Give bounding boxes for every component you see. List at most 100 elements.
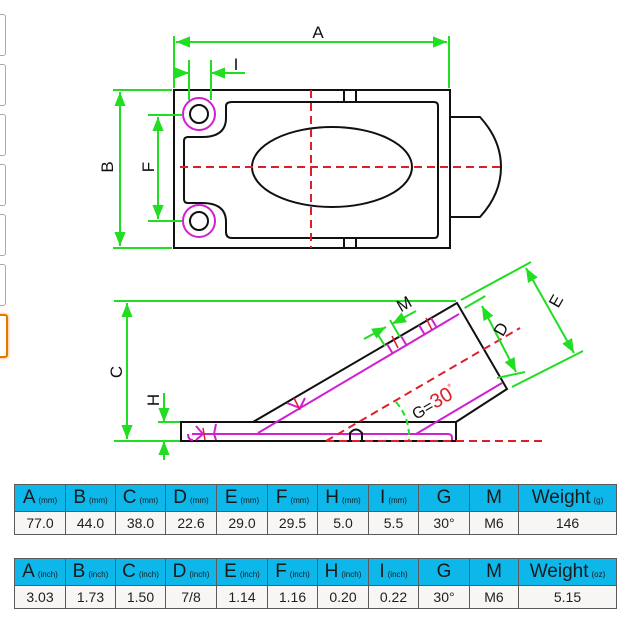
header-letter: E	[224, 487, 238, 508]
pocket-outline	[183, 101, 439, 239]
header-cell: F(inch)	[267, 558, 318, 586]
value-cell: 1.14	[216, 585, 268, 609]
weld-mark	[195, 397, 306, 441]
header-unit: (inch)	[387, 570, 408, 579]
mounting-hole	[189, 211, 209, 231]
header-unit: (oz)	[591, 570, 606, 579]
value-cell: 0.20	[317, 585, 369, 609]
header-cell: F(mm)	[267, 484, 318, 512]
header-letter: Weight	[529, 561, 589, 582]
thumbnail[interactable]	[0, 164, 6, 206]
value-cell: 5.15	[518, 585, 617, 609]
base-plate	[180, 421, 457, 442]
header-cell: H(inch)	[317, 558, 369, 586]
thumbnail[interactable]	[0, 114, 6, 156]
thumbnail[interactable]	[0, 14, 6, 56]
weld-line	[187, 433, 453, 441]
table-row: 77.0 44.0 38.0 22.6 29.0 29.5 5.0 5.5 30…	[14, 511, 617, 535]
header-cell: C(mm)	[115, 484, 166, 512]
dimension-M-ext	[389, 319, 401, 338]
label-D: D	[490, 319, 513, 339]
mounting-hole	[182, 204, 216, 238]
header-unit: (mm)	[139, 496, 159, 505]
dimension-D-ext	[496, 371, 526, 379]
header-cell: D(inch)	[165, 558, 217, 586]
dimension-M-line	[363, 326, 387, 340]
header-letter: G	[436, 561, 452, 582]
technical-drawing: A I B F	[98, 23, 584, 460]
header-letter: B	[72, 561, 86, 582]
header-cell: H(mm)	[317, 484, 369, 512]
label-I: I	[234, 55, 239, 74]
header-unit: (inch)	[239, 570, 260, 579]
notch	[349, 428, 363, 441]
dimension-E-ext	[511, 350, 584, 388]
header-cell: A(inch)	[14, 558, 66, 586]
value-cell: M6	[469, 585, 519, 609]
header-cell: D(mm)	[165, 484, 217, 512]
value-cell: 5.0	[317, 511, 369, 535]
value-cell: 38.0	[115, 511, 166, 535]
value-cell: 146	[518, 511, 617, 535]
label-H: H	[144, 394, 163, 406]
spec-table-metric: A(mm) B(mm) C(mm) D(mm) E(mm) F(mm) H(mm…	[14, 484, 617, 535]
thumbnail[interactable]	[0, 264, 6, 306]
dimension-D-ext	[464, 295, 486, 309]
thumbnail-active[interactable]	[0, 314, 8, 358]
dimension-E-line	[525, 267, 575, 354]
header-cell: B(inch)	[65, 558, 116, 586]
hole-marks	[386, 317, 438, 355]
header-unit: (inch)	[341, 570, 362, 579]
header-unit: (mm)	[89, 496, 108, 505]
mounting-hole	[182, 97, 216, 131]
header-cell: C(inch)	[115, 558, 166, 586]
header-letter: C	[122, 487, 137, 508]
header-unit: (g)	[593, 496, 604, 505]
header-letter: F	[275, 487, 288, 508]
header-cell: M	[469, 484, 519, 512]
thumbnail[interactable]	[0, 214, 6, 256]
header-letter: D	[172, 561, 187, 582]
mounting-hole	[189, 104, 209, 124]
header-letter: A	[22, 487, 36, 508]
header-unit: (inch)	[189, 570, 210, 579]
label-C: C	[107, 366, 126, 378]
header-unit: (inch)	[289, 570, 310, 579]
dimension-E-ext	[460, 261, 532, 301]
label-G: G=30°	[408, 381, 461, 424]
header-cell: Weight(g)	[518, 484, 617, 512]
value-cell: 3.03	[14, 585, 66, 609]
value-cell: 1.73	[65, 585, 116, 609]
header-unit: (mm)	[190, 496, 209, 505]
header-cell: E(mm)	[216, 484, 268, 512]
header-unit: (mm)	[388, 496, 407, 505]
thumbnail[interactable]	[0, 64, 6, 106]
header-cell: G	[418, 558, 470, 586]
header-letter: M	[486, 487, 502, 508]
header-letter: C	[122, 561, 136, 582]
header-unit: (mm)	[240, 496, 260, 505]
header-unit: (inch)	[37, 570, 58, 579]
value-cell: 29.0	[216, 511, 268, 535]
value-cell: 7/8	[165, 585, 217, 609]
label-B: B	[98, 161, 117, 172]
header-unit: (inch)	[138, 570, 159, 579]
header-unit: (inch)	[88, 570, 109, 579]
hole-center-marks	[202, 317, 433, 441]
value-cell: 44.0	[65, 511, 116, 535]
value-cell: M6	[469, 511, 519, 535]
header-letter: M	[486, 561, 502, 582]
top-view: A I B F	[98, 23, 503, 249]
value-cell: 30°	[418, 585, 470, 609]
angle-arc	[395, 401, 411, 441]
label-A: A	[312, 23, 324, 42]
header-letter: D	[173, 487, 188, 508]
side-view: G=30° C H D E M	[107, 261, 584, 460]
value-cell: 0.22	[368, 585, 419, 609]
value-cell: 22.6	[165, 511, 217, 535]
label-G-degree: °	[446, 382, 455, 394]
header-cell: M	[469, 558, 519, 586]
spec-table-imperial: A(inch) B(inch) C(inch) D(inch) E(inch) …	[14, 558, 617, 609]
label-F: F	[139, 162, 158, 172]
weld-line	[257, 313, 460, 434]
